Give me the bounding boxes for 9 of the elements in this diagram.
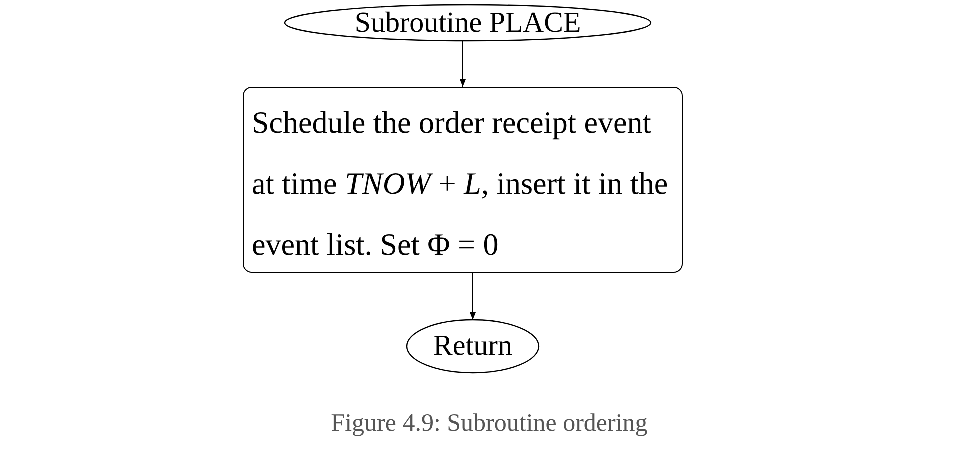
arrow xyxy=(470,272,476,320)
arrow xyxy=(460,40,466,88)
figure-caption: Figure 4.9: Subroutine ordering xyxy=(330,410,649,438)
terminal-ellipse xyxy=(407,320,539,373)
process-text: Schedule the order receipt event at time TNOW + L, insert it in the event list. Set Φ = 0 xyxy=(252,104,670,264)
terminal-ellipse xyxy=(285,5,651,41)
terminal-label: Return xyxy=(434,330,512,363)
process-box xyxy=(243,87,683,273)
terminal-label: Subroutine PLACE xyxy=(354,6,582,40)
